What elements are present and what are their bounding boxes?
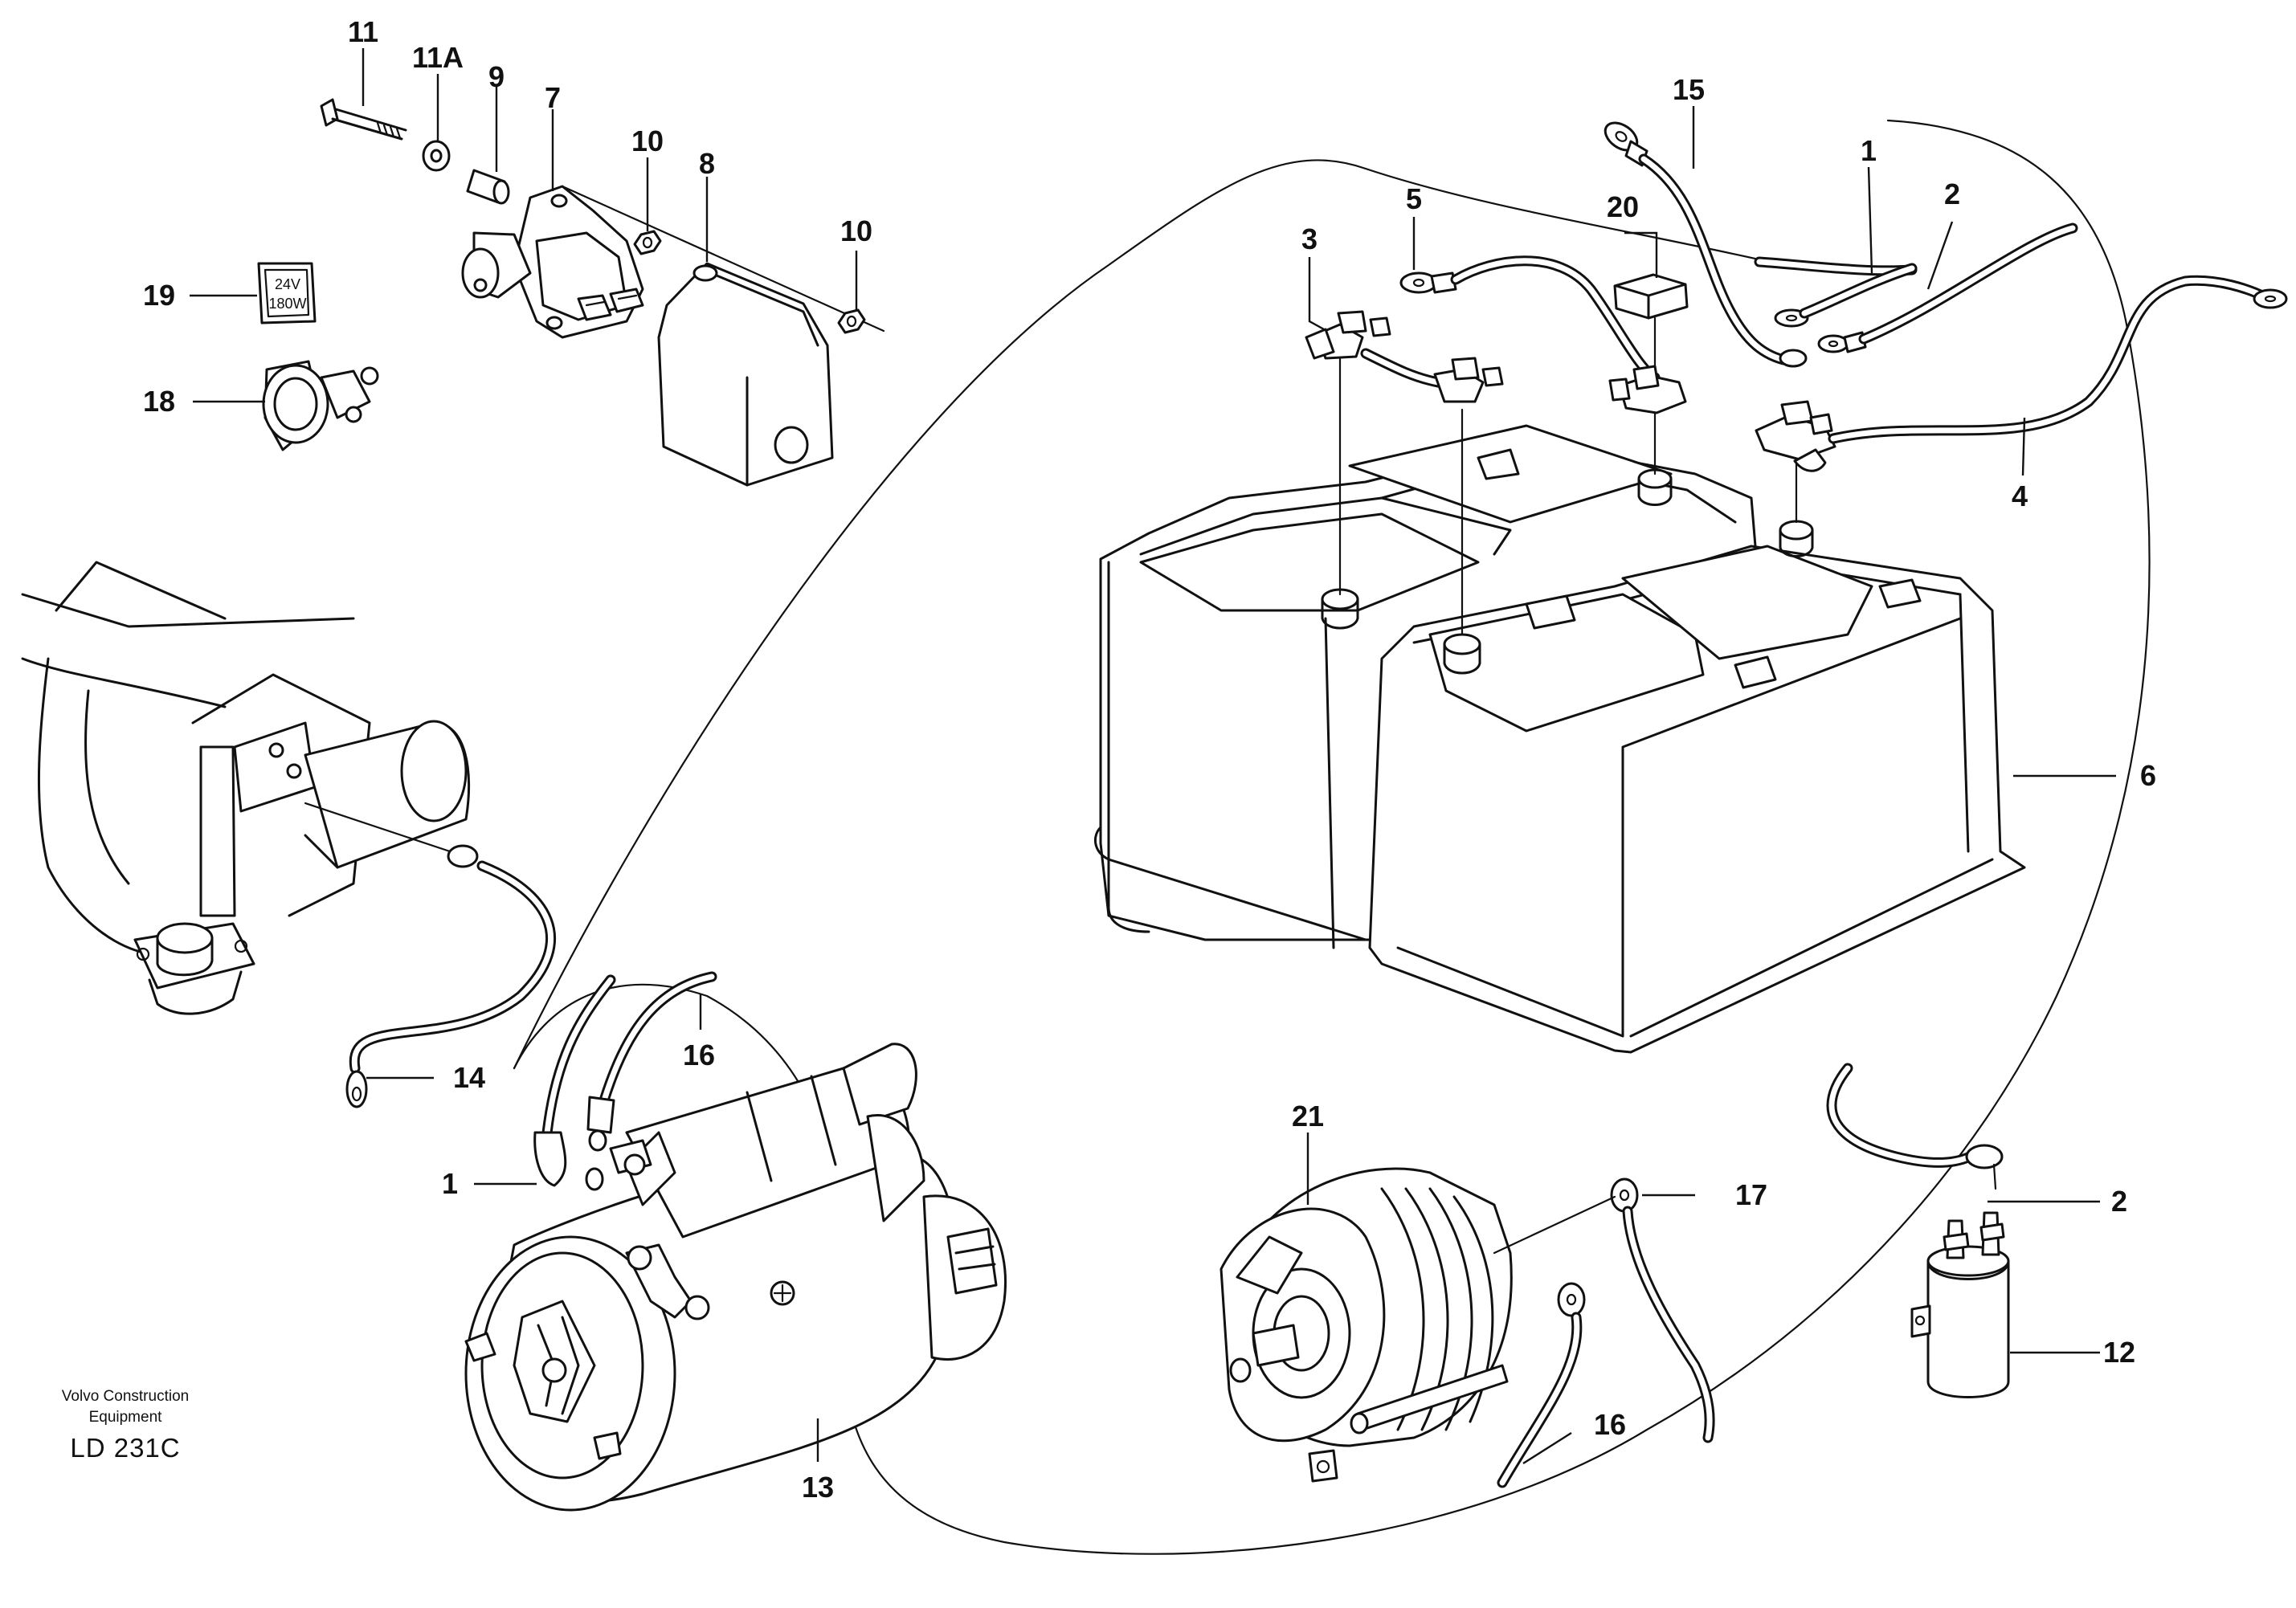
manufacturer-line-2: Equipment [89,1409,163,1426]
label-19-line1: 24V [275,276,300,292]
nut-10-a [633,230,662,255]
callout-16-top: 16 [683,1039,715,1071]
battery-post-2 [1443,633,1481,675]
battery-rear [1093,424,1757,949]
nut-10-b [837,308,866,334]
cable-1-starter [533,974,616,1191]
callout-19: 19 [143,279,175,312]
ground-cable-14 [304,802,557,1108]
washer-11a [422,140,451,172]
callout-1-top: 1 [1861,134,1877,167]
callout-7: 7 [545,81,561,114]
callout-2-top: 2 [1944,178,1960,210]
cover-8 [657,262,834,487]
label-19: 24V 180W [257,262,317,324]
starter-motor-13 [464,1043,1007,1512]
bolt-11 [320,98,407,141]
relay-12 [1910,1211,2010,1398]
callout-16-bottom: 16 [1594,1408,1626,1441]
bridge-cable-3 [1305,310,1504,403]
relay-7 [461,185,885,339]
spacer-9 [466,169,510,205]
cable-2-lower [1826,1063,2004,1190]
callout-4: 4 [2012,480,2028,512]
drawing-code: LD 231C [70,1433,180,1463]
callout-9: 9 [488,60,505,93]
callout-14: 14 [453,1061,485,1094]
drawing-id: Volvo Construction Equipment LD 231C [62,1388,189,1463]
cable-2-top [1817,222,2078,353]
cable-17 [1493,1177,1715,1443]
battery-front [1368,545,2026,1054]
callout-numbers: 11 11A 9 7 10 8 10 19 18 14 16 1 13 21 1… [143,15,2156,1504]
callout-10-a: 10 [631,124,664,157]
callout-13: 13 [802,1471,834,1504]
callout-11a: 11A [412,41,464,74]
wiring-loop-upper [513,159,1785,1070]
callout-21: 21 [1292,1100,1324,1133]
callout-2-right: 2 [2111,1185,2127,1218]
callout-3: 3 [1301,222,1318,255]
battery-post-1 [1321,588,1359,630]
callout-1-left: 1 [442,1167,458,1200]
cable-4 [1755,275,2288,472]
alternator-21 [1219,1167,1513,1483]
callout-15: 15 [1673,73,1705,106]
callout-20: 20 [1607,190,1639,223]
cable-5 [1399,255,1661,383]
engine-frame [21,561,471,1015]
label-19-line2: 180W [268,296,306,312]
callout-8: 8 [699,147,715,180]
cable-16-starter [586,971,717,1152]
switch-18 [262,360,379,451]
callout-12: 12 [2103,1336,2135,1369]
cable-1 [1754,256,1918,328]
callout-18: 18 [143,385,175,418]
callout-6: 6 [2140,759,2156,792]
manufacturer-line-1: Volvo Construction [62,1388,189,1405]
callout-10-b: 10 [840,214,872,247]
callout-5: 5 [1406,182,1422,215]
cable-15 [1604,121,1808,368]
cable-16-alternator [1497,1282,1586,1488]
callout-17: 17 [1735,1178,1767,1211]
terminal-cover-20 [1608,273,1689,414]
leader-lines [190,48,2116,1465]
callout-11: 11 [348,15,378,48]
